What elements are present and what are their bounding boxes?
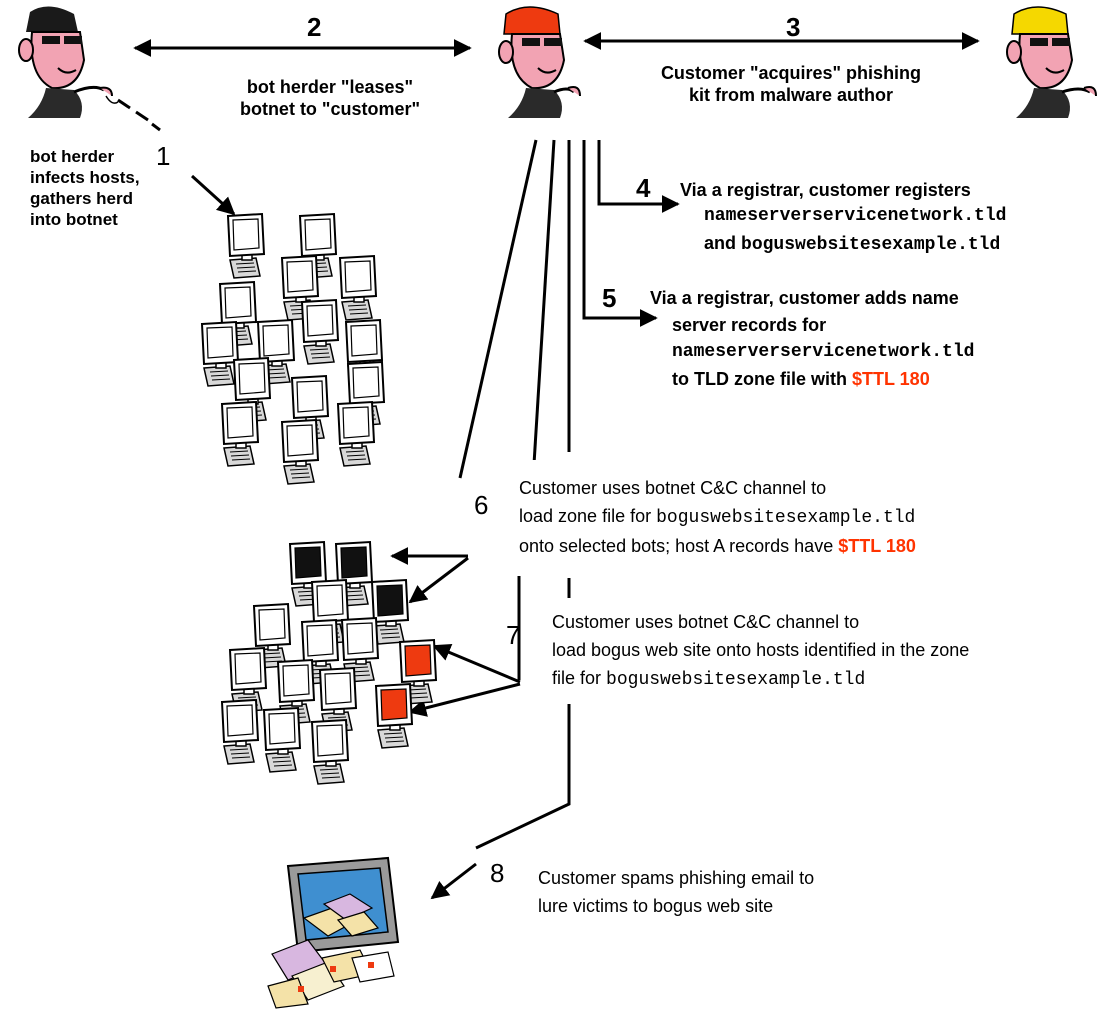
botnet-herd: [201, 213, 385, 485]
step1-number: 1: [156, 141, 171, 171]
step6-ttl: $TTL 180: [838, 536, 916, 556]
step6-box: [508, 460, 1060, 574]
step7-line2: load bogus web site onto hosts identifie…: [552, 640, 970, 660]
step5-number: 5: [602, 283, 617, 313]
step3-number: 3: [786, 12, 801, 42]
step5-ttl: $TTL 180: [852, 369, 930, 389]
step7-box: [540, 598, 1106, 704]
infect-line: [117, 98, 161, 132]
step5-tld-zone: to TLD zone file with: [672, 369, 847, 389]
step4-and: and: [704, 233, 737, 253]
arrow7-b: [408, 682, 521, 717]
step8-line2: lure victims to bogus web site: [538, 896, 774, 916]
step8-line1: Customer spams phishing email to: [538, 868, 815, 888]
step7-line3: file for: [552, 668, 602, 688]
step8-number: 8: [490, 858, 505, 888]
step6-line2: load zone file for: [519, 506, 652, 526]
step2-number: 2: [307, 12, 322, 42]
line-step4: [597, 140, 680, 213]
step7-label: Customer uses botnet C&C channel to load…: [552, 608, 1108, 694]
step5-line4: to TLD zone file with $TTL 180: [672, 368, 930, 390]
step7-line1: Customer uses botnet C&C channel to: [552, 612, 860, 632]
arrow6-b: [408, 556, 469, 604]
step5-line1: Via a registrar, customer adds name: [650, 288, 959, 308]
step6-line3: onto selected bots; host A records have: [519, 536, 834, 556]
line-step5: [582, 140, 658, 327]
step1-label: bot herder infects hosts, gathers herd i…: [30, 147, 140, 229]
step6-number: 6: [474, 490, 489, 520]
step6-label: Customer uses botnet C&C channel to load…: [519, 474, 1059, 560]
line-step7: [532, 139, 556, 465]
step4-line1: Via a registrar, customer registers: [680, 180, 971, 200]
step4-domain1: nameserverservicenetwork.tld: [704, 206, 1007, 226]
step2-label: bot herder "leases" botnet to "customer": [239, 77, 421, 119]
step4-domain2: boguswebsitesexample.tld: [741, 235, 1001, 255]
step5-line2: server records for: [672, 315, 827, 335]
step8-label: Customer spams phishing email to lure vi…: [538, 864, 958, 920]
step7-domain: boguswebsitesexample.tld: [606, 670, 866, 690]
step3-label: Customer "acquires" phishing kit from ma…: [660, 63, 922, 105]
step6-domain: boguswebsitesexample.tld: [656, 508, 916, 528]
line-step8: [458, 139, 538, 479]
step4-line3: and boguswebsitesexample.tld: [704, 232, 1000, 256]
step4-number: 4: [636, 173, 651, 203]
step7-number: 7: [506, 620, 521, 650]
spam-computer-icon: [267, 856, 400, 1009]
arrow7-a: [432, 643, 521, 684]
malware-author-icon: [1006, 6, 1097, 118]
bot-herder-icon: [18, 6, 119, 118]
customer-icon: [498, 6, 581, 118]
step5-domain: nameserverservicenetwork.tld: [672, 342, 975, 362]
botnet-selected: [221, 541, 437, 785]
arrow8: [430, 862, 477, 900]
infect-arrow: [190, 174, 236, 216]
step6-line1: Customer uses botnet C&C channel to: [519, 478, 827, 498]
